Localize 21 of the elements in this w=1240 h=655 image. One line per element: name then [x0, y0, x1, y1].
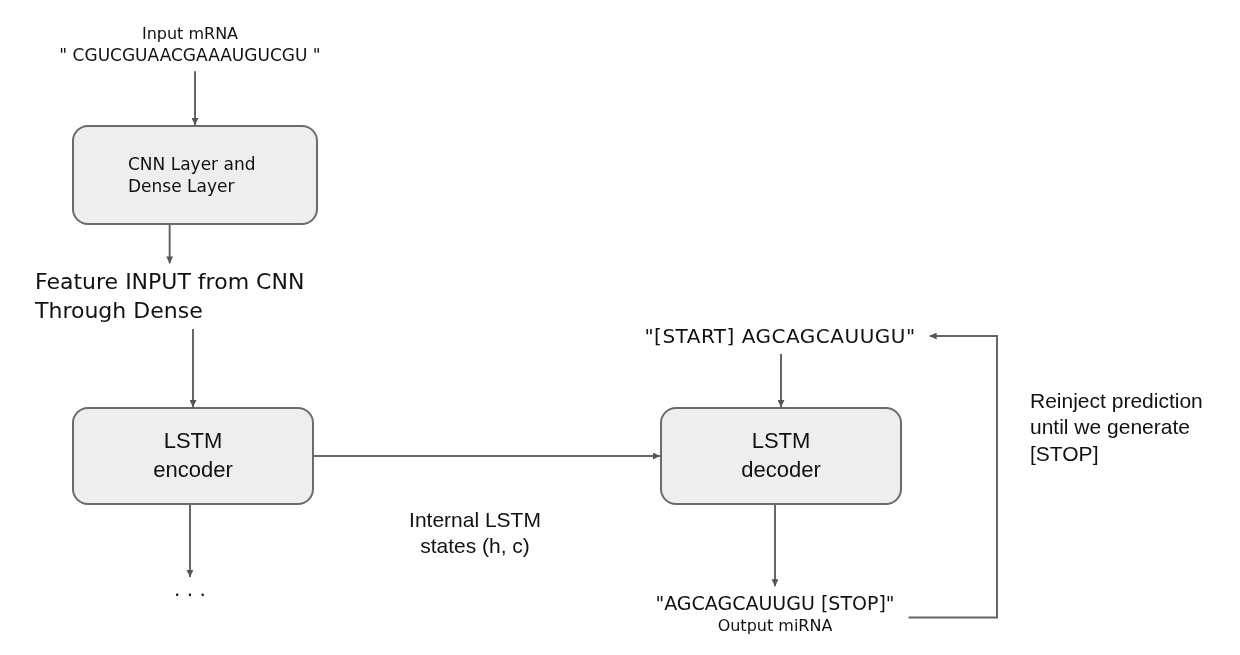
- arrow: [186, 504, 194, 578]
- process-box: [660, 407, 902, 505]
- process-box: [72, 407, 314, 505]
- process-box: [72, 125, 318, 225]
- text-label: " CGUCGUAACGAAAUGUCGU ": [59, 44, 321, 67]
- arrow: [189, 328, 197, 408]
- text-label: Output miRNA: [717, 615, 833, 637]
- text-label: "[START] AGCAGCAUUGU": [644, 323, 916, 349]
- arrow: [191, 70, 199, 126]
- arrow: [777, 353, 785, 408]
- arrow: [166, 224, 174, 265]
- box-label: LSTM decoder: [740, 427, 822, 484]
- arrow: [771, 504, 779, 588]
- arrow: [907, 332, 998, 619]
- box-label: LSTM encoder: [152, 427, 234, 484]
- box-label: CNN Layer and Dense Layer: [128, 152, 257, 198]
- text-label: Feature INPUT from CNN Through Dense: [35, 268, 306, 325]
- text-label: "AGCAGCAUUGU [STOP]": [655, 591, 895, 616]
- text-label: · · ·: [174, 582, 206, 608]
- arrow: [313, 452, 661, 460]
- text-label: Input mRNA: [141, 23, 239, 45]
